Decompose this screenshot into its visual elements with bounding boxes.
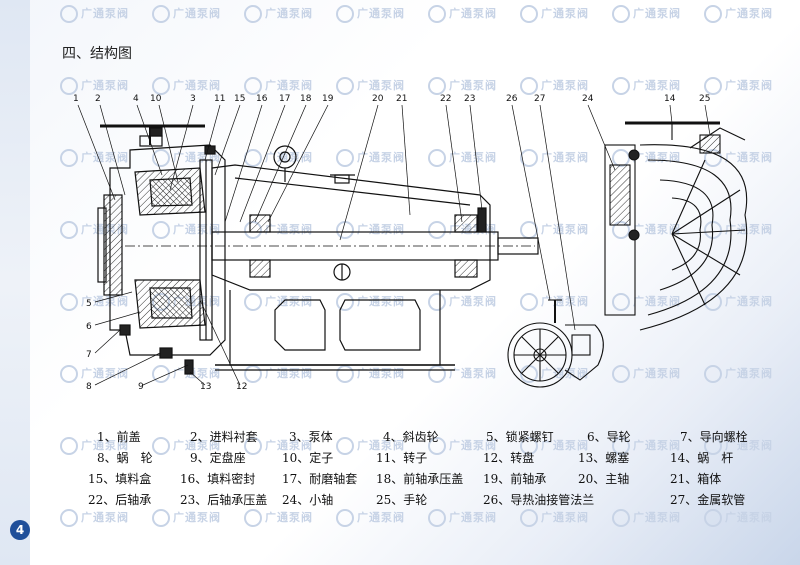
legend-item: 6、导轮	[587, 430, 631, 444]
callout-label: 17	[279, 94, 290, 104]
page-number-badge: 4	[10, 520, 30, 540]
callout-label: 7	[86, 350, 92, 360]
legend-item: 16、填料密封	[180, 472, 256, 486]
callout-label: 2	[95, 94, 101, 104]
callout-label: 23	[464, 94, 475, 104]
callout-label: 3	[190, 94, 196, 104]
legend-item: 11、转子	[376, 451, 428, 465]
callout-numbers: 1 2 4 10 3 11 15 16 17 18 19 20 21 22 23…	[73, 94, 710, 392]
legend-item: 17、耐磨轴套	[282, 472, 358, 486]
callout-label: 14	[664, 94, 676, 104]
main-pump-drawing	[97, 124, 539, 375]
legend-item: 14、蜗 杆	[670, 451, 734, 465]
legend-item: 12、转盘	[483, 451, 535, 465]
legend-item: 13、螺塞	[578, 451, 630, 465]
legend-item: 19、前轴承	[483, 472, 547, 486]
legend-item: 23、后轴承压盖	[180, 493, 268, 507]
legend-item: 15、填料盒	[88, 472, 152, 486]
legend-item: 1、前盖	[97, 430, 141, 444]
legend-item: 4、斜齿轮	[383, 430, 439, 444]
legend-item: 2、进料衬套	[190, 430, 258, 444]
callout-label: 12	[236, 382, 247, 392]
callout-label: 19	[322, 94, 334, 104]
callout-label: 13	[200, 382, 211, 392]
callout-label: 27	[534, 94, 545, 104]
legend-item: 21、箱体	[670, 472, 722, 486]
callout-label: 6	[86, 322, 92, 332]
legend-item: 26、导热油接管法兰	[483, 493, 595, 507]
callout-label: 22	[440, 94, 451, 104]
legend-item: 8、蜗 轮	[97, 451, 153, 465]
callout-label: 4	[133, 94, 139, 104]
leader-lines	[77, 104, 711, 386]
legend-item: 18、前轴承压盖	[376, 472, 464, 486]
callout-label: 21	[396, 94, 407, 104]
callout-label: 20	[372, 94, 384, 104]
side-view-drawing	[604, 121, 748, 331]
legend-item: 9、定盘座	[190, 451, 246, 465]
callout-label: 9	[138, 382, 144, 392]
legend-item: 10、定子	[282, 451, 334, 465]
callout-label: 5	[86, 299, 92, 309]
callout-label: 24	[582, 94, 594, 104]
legend-item: 25、手轮	[376, 493, 428, 507]
callout-label: 26	[506, 94, 518, 104]
legend-item: 5、锁紧螺钉	[486, 430, 554, 444]
section-title: 四、结构图	[62, 46, 132, 62]
legend-item: 27、金属软管	[670, 493, 746, 507]
callout-label: 16	[256, 94, 268, 104]
legend-item: 7、导向螺栓	[680, 430, 748, 444]
callout-label: 1	[73, 94, 79, 104]
callout-label: 11	[214, 94, 225, 104]
callout-label: 25	[699, 94, 710, 104]
left-band	[0, 0, 30, 565]
callout-label: 15	[234, 94, 245, 104]
legend-item: 20、主轴	[578, 472, 630, 486]
callout-label: 8	[86, 382, 92, 392]
legend-item: 24、小轴	[282, 493, 334, 507]
handwheel-detail-drawing	[507, 299, 604, 388]
legend-item: 22、后轴承	[88, 493, 152, 507]
callout-label: 10	[150, 94, 162, 104]
callout-label: 18	[300, 94, 312, 104]
legend-item: 3、泵体	[289, 430, 333, 444]
